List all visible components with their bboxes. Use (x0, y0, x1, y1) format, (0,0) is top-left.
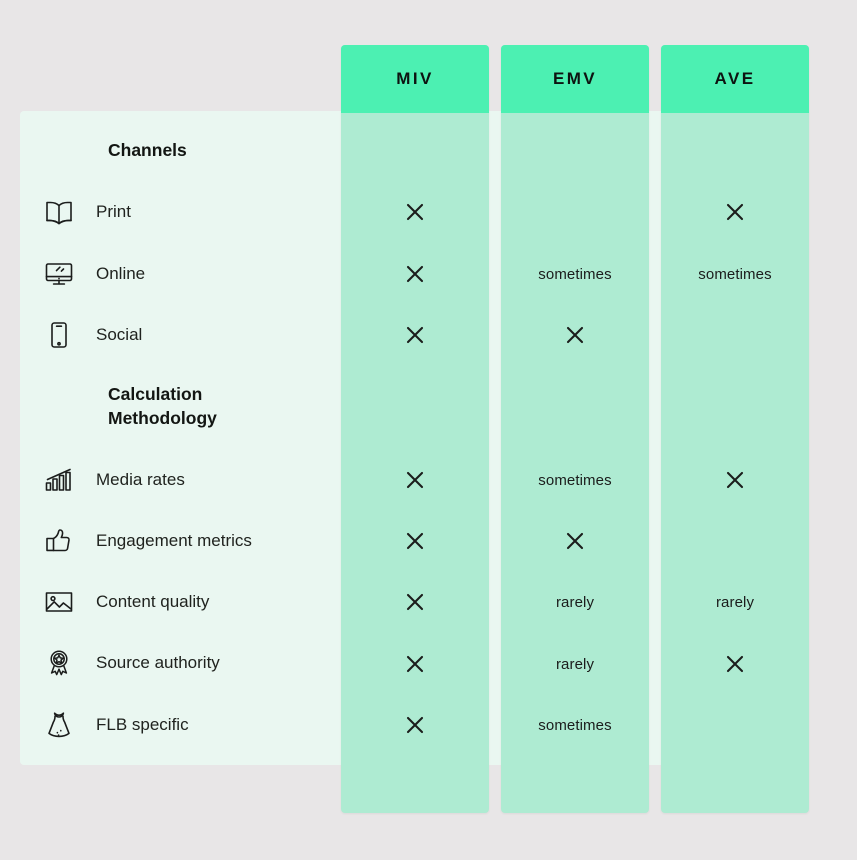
row-label-engagement-metrics: Engagement metrics (40, 518, 252, 564)
row-label-text: Social (96, 325, 143, 344)
cell-value: rarely (715, 593, 755, 611)
cross-icon (566, 326, 584, 344)
column-header-miv: MIV (341, 45, 489, 113)
cell-value: rarely (555, 655, 595, 673)
column-header-ave: AVE (661, 45, 809, 113)
cell-social-ave (661, 315, 809, 355)
row-label-print: Print (40, 189, 131, 235)
cell-source-authority-miv (341, 644, 489, 684)
cell-engagement-metrics-emv (501, 521, 649, 561)
cell-social-emv (501, 315, 649, 355)
cell-value: sometimes (538, 265, 612, 283)
cell-online-ave: sometimes (661, 254, 809, 294)
cross-icon (406, 716, 424, 734)
row-label-text: FLB specific (96, 715, 189, 734)
cell-source-authority-ave (661, 644, 809, 684)
row-label-text: Media rates (96, 470, 185, 489)
cross-icon (406, 471, 424, 489)
cross-icon (726, 655, 744, 673)
cell-content-quality-ave: rarely (661, 582, 809, 622)
cell-engagement-metrics-miv (341, 521, 489, 561)
cell-value: sometimes (698, 265, 772, 283)
cell-source-authority-emv: rarely (501, 644, 649, 684)
cell-print-ave (661, 192, 809, 232)
cell-media-rates-emv: sometimes (501, 460, 649, 500)
row-label-text: Engagement metrics (96, 531, 252, 550)
row-label-source-authority: Source authority (40, 640, 220, 686)
cell-flb-specific-miv (341, 705, 489, 745)
row-label-media-rates: Media rates (40, 457, 185, 503)
row-label-flb-specific: FLB specific (40, 702, 189, 748)
cross-icon (406, 655, 424, 673)
row-label-content-quality: Content quality (40, 579, 209, 625)
cell-flb-specific-emv: sometimes (501, 705, 649, 745)
column-ave[interactable]: AVE (661, 45, 809, 813)
row-label-text: Source authority (96, 653, 220, 672)
section-header-channels: Channels (108, 140, 187, 160)
cell-engagement-metrics-ave (661, 521, 809, 561)
cross-icon (726, 471, 744, 489)
cross-icon (406, 326, 424, 344)
cross-icon (566, 532, 584, 550)
thumbs-up-icon (40, 522, 78, 560)
cell-online-emv: sometimes (501, 254, 649, 294)
cross-icon (726, 203, 744, 221)
dress-icon (40, 706, 78, 744)
cross-icon (406, 203, 424, 221)
row-label-social: Social (40, 312, 142, 358)
cross-icon (406, 532, 424, 550)
award-medal-icon (40, 644, 78, 682)
column-miv[interactable]: MIV (341, 45, 489, 813)
smartphone-icon (40, 316, 78, 354)
cell-print-emv (501, 192, 649, 232)
cell-print-miv (341, 192, 489, 232)
row-label-text: Content quality (96, 592, 210, 611)
cross-icon (406, 265, 424, 283)
cell-media-rates-miv (341, 460, 489, 500)
column-emv[interactable]: EMV (501, 45, 649, 813)
cell-media-rates-ave (661, 460, 809, 500)
image-icon (40, 583, 78, 621)
cell-flb-specific-ave (661, 705, 809, 745)
cell-value: sometimes (538, 471, 612, 489)
section-header-calculation-methodology: Calculation Methodology (108, 384, 217, 428)
open-book-icon (40, 193, 78, 231)
cell-content-quality-emv: rarely (501, 582, 649, 622)
bar-chart-icon (40, 461, 78, 499)
cross-icon (406, 593, 424, 611)
row-label-text: Print (96, 202, 131, 221)
cell-content-quality-miv (341, 582, 489, 622)
cell-value: sometimes (538, 716, 612, 734)
cell-social-miv (341, 315, 489, 355)
column-header-emv: EMV (501, 45, 649, 113)
row-label-text: Online (96, 264, 146, 283)
cell-value: rarely (555, 593, 595, 611)
cell-online-miv (341, 254, 489, 294)
monitor-icon (40, 255, 78, 293)
row-label-online: Online (40, 251, 145, 297)
